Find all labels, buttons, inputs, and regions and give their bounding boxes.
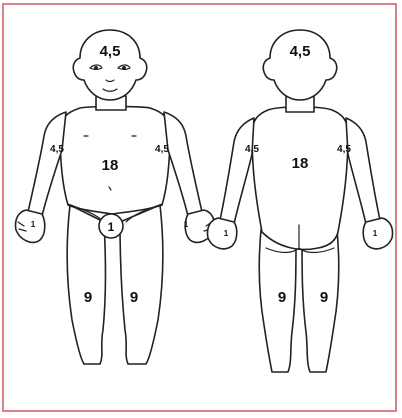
back-figure: [207, 30, 392, 372]
front-head-label: 4,5: [100, 43, 121, 60]
back-left-hand-label: 1: [224, 229, 229, 238]
back-head-label: 4,5: [290, 43, 311, 60]
back-left-arm: [220, 118, 254, 224]
back-left-hand: [207, 218, 236, 249]
front-head: [73, 30, 147, 100]
front-right-arm: [164, 112, 202, 216]
back-right-arm-label: 4,5: [337, 144, 351, 155]
back-right-arm: [346, 118, 380, 224]
front-left-hand-label: 1: [31, 220, 36, 229]
front-left-leg-label: 9: [84, 289, 92, 306]
front-left-arm: [28, 112, 66, 216]
back-right-hand: [363, 218, 392, 249]
back-right-leg-label: 9: [320, 289, 328, 306]
front-right-arm-label: 4,5: [155, 144, 169, 155]
front-right-leg: [120, 205, 163, 364]
back-left-arm-label: 4,5: [245, 144, 259, 155]
front-right-hand-label: 1: [184, 220, 189, 229]
front-left-arm-label: 4,5: [50, 144, 64, 155]
front-figure: [15, 30, 214, 364]
back-right-hand-label: 1: [373, 229, 378, 238]
back-torso: [252, 107, 348, 249]
back-trunk-label: 18: [292, 155, 309, 172]
front-right-leg-label: 9: [130, 289, 138, 306]
back-left-leg-label: 9: [278, 289, 286, 306]
front-trunk-label: 18: [102, 157, 119, 174]
front-genital-label: 1: [108, 220, 115, 234]
back-head: [263, 30, 337, 100]
